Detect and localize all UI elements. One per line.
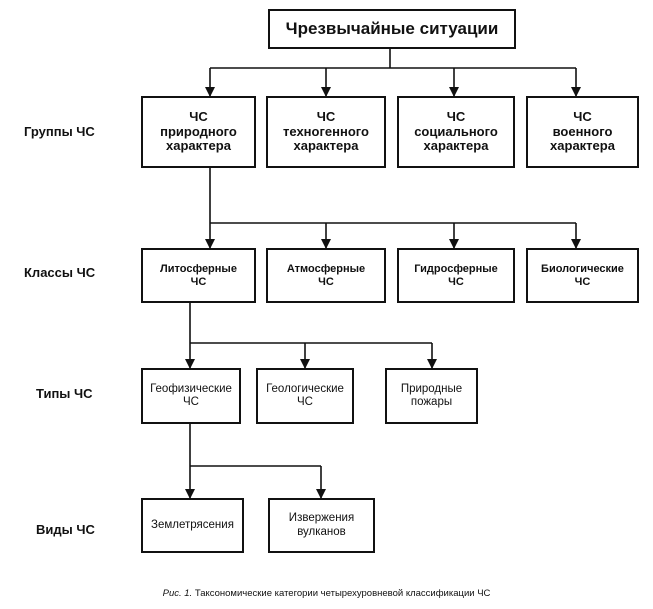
kind-box-volcanic-eruptions: Извержения вулканов [268, 498, 375, 553]
kind-box-earthquakes: Землетрясения [141, 498, 244, 553]
figure-caption-text: Таксономические категории четырехуровнев… [194, 588, 491, 599]
class-box-biological: Биологические ЧС [526, 248, 639, 303]
root-box-emergencies: Чрезвычайные ситуации [268, 9, 516, 49]
group-box-natural: ЧС природного характера [141, 96, 256, 168]
group-box-military: ЧС военного характера [526, 96, 639, 168]
type-box-wildfires: Природные пожары [385, 368, 478, 424]
type-box-geophysical: Геофизические ЧС [141, 368, 241, 424]
figure-number: Рис. 1. [162, 588, 193, 599]
group-box-social: ЧС социального характера [397, 96, 515, 168]
group-box-technogenic: ЧС техногенного характера [266, 96, 386, 168]
row-label-kinds: Виды ЧС [36, 522, 95, 537]
class-box-hydrospheric: Гидросферные ЧС [397, 248, 515, 303]
figure-caption: Рис. 1. Таксономические категории четыре… [0, 588, 653, 599]
class-box-lithospheric: Литосферные ЧС [141, 248, 256, 303]
type-box-geological: Геологические ЧС [256, 368, 354, 424]
row-label-types: Типы ЧС [36, 386, 93, 401]
row-label-groups: Группы ЧС [24, 124, 95, 139]
class-box-atmospheric: Атмосферные ЧС [266, 248, 386, 303]
row-label-classes: Классы ЧС [24, 265, 96, 280]
